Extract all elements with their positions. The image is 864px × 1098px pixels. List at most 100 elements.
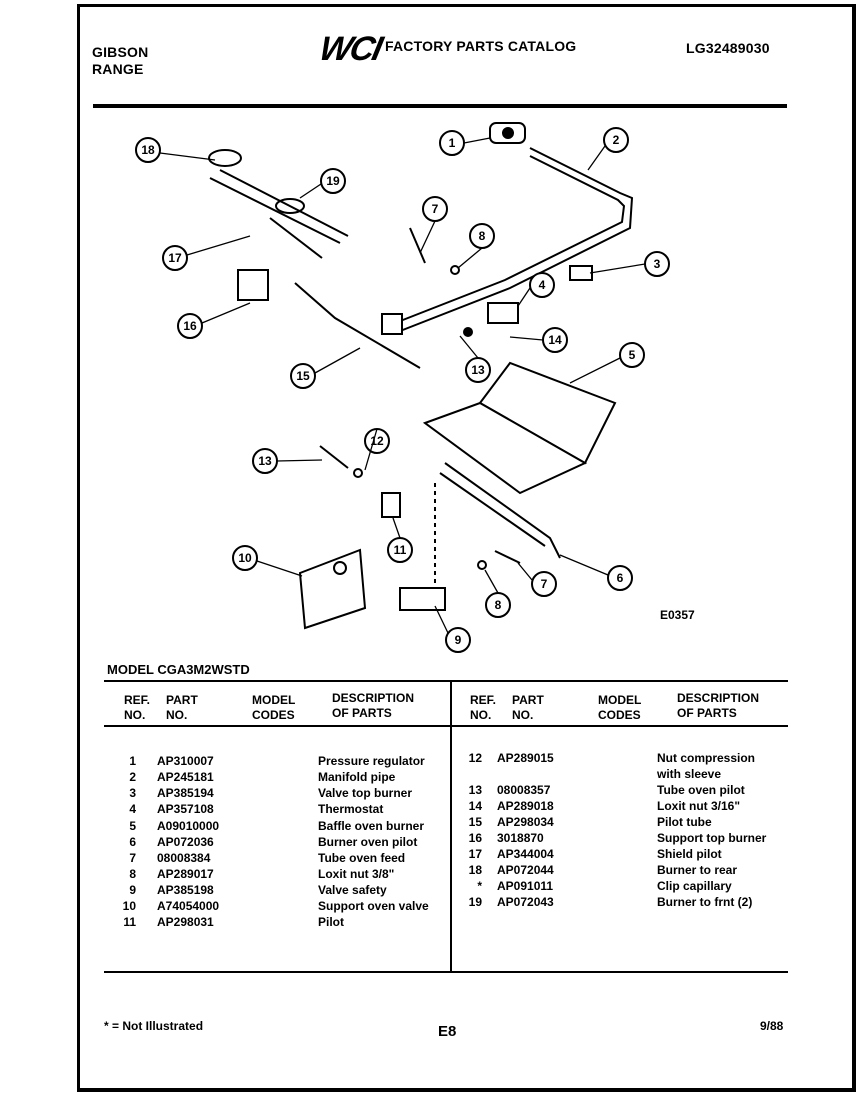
ref-cell: 11 [123, 915, 136, 929]
svg-text:8: 8 [479, 229, 486, 243]
table-top-rule [104, 680, 788, 682]
desc-cell: Pressure regulator [318, 754, 425, 768]
desc-cell: Pilot tube [657, 815, 712, 829]
oven-burner-drawing [439, 462, 561, 559]
svg-text:4: 4 [539, 278, 546, 292]
desc-cell: Loxit nut 3/8" [318, 867, 395, 881]
part-cell: AP091011 [497, 879, 554, 893]
ref-no-header-right: REF. NO. [470, 693, 497, 722]
ref-cell: 3 [129, 786, 136, 800]
part-cell: AP298031 [157, 915, 214, 929]
part-no-header: PART NO. [166, 693, 198, 722]
brand-name: GIBSON [92, 44, 149, 60]
callout-circles [135, 127, 670, 653]
ref-cell: 18 [468, 863, 482, 877]
part-cell: AP289015 [497, 751, 554, 765]
manifold-pipe-drawing [381, 147, 634, 335]
header-bottom-rule [104, 725, 788, 727]
desc-cell: Burner to frnt (2) [657, 895, 753, 909]
svg-text:12: 12 [370, 434, 384, 448]
desc-cell: Burner oven pilot [318, 835, 418, 849]
svg-text:5: 5 [629, 348, 636, 362]
description-header: DESCRIPTION OF PARTS [332, 691, 415, 720]
ref-cell: 10 [122, 899, 136, 913]
ref-cell: 19 [468, 895, 482, 909]
product-type: RANGE [92, 61, 144, 77]
svg-text:3: 3 [654, 257, 661, 271]
ref-cell: 17 [468, 847, 482, 861]
table-bottom-rule [104, 971, 788, 973]
part-cell: AP385194 [157, 786, 214, 800]
ref-cell: 15 [468, 815, 482, 829]
part-cell: AP344004 [497, 847, 554, 861]
catalog-title: FACTORY PARTS CATALOG [385, 38, 577, 54]
svg-text:13: 13 [471, 363, 485, 377]
part-cell: AP289018 [497, 799, 554, 813]
svg-text:18: 18 [141, 143, 155, 157]
brand-block: GIBSON RANGE [92, 44, 148, 78]
part-cell: AP072044 [497, 863, 554, 877]
desc-cell: Valve top burner [318, 786, 413, 800]
svg-text:7: 7 [432, 202, 439, 216]
ref-cell: * [477, 879, 482, 893]
svg-text:15: 15 [296, 369, 310, 383]
model-number: MODEL CGA3M2WSTD [107, 662, 250, 677]
page-frame [77, 4, 856, 1092]
desc-cell: Clip capillary [657, 879, 732, 893]
exploded-parts-diagram: 1 2 3 4 5 6 7 7 8 8 9 10 11 12 13 13 14 … [135, 122, 670, 653]
part-cell: A74054000 [157, 899, 220, 913]
part-cell: A09010000 [157, 819, 220, 833]
pilot-tube-drawing [294, 282, 421, 369]
ref-cell: 5 [129, 819, 136, 833]
ref-cell: 12 [468, 751, 482, 765]
ref-cell: 2 [129, 770, 136, 784]
part-cell: AP072036 [157, 835, 214, 849]
column-divider [450, 682, 452, 972]
svg-text:9: 9 [455, 633, 462, 647]
callout-leaders [159, 137, 646, 634]
desc-cell: Support top burner [657, 831, 767, 845]
part-cell: AP357108 [157, 802, 214, 816]
print-date: 9/88 [760, 1019, 784, 1033]
part-cell: 3018870 [497, 831, 544, 845]
part-cell: AP298034 [497, 815, 554, 829]
publication-number: LG32489030 [686, 40, 770, 56]
part-cell: 08008357 [497, 783, 551, 797]
desc-cell: Loxit nut 3/16" [657, 799, 741, 813]
oven-valve-support-drawing [298, 548, 367, 630]
desc-cell: Nut compression [657, 751, 756, 765]
safety-valve-drawing [399, 587, 446, 611]
part-cell: AP310007 [157, 754, 214, 768]
ref-cell: 16 [468, 831, 482, 845]
wci-logo: WCI [316, 30, 385, 68]
svg-text:1: 1 [449, 136, 456, 150]
desc-cell: Valve safety [318, 883, 387, 897]
desc-cell: Pilot [318, 915, 344, 929]
ref-cell: 14 [468, 799, 482, 813]
header-rule [93, 104, 787, 108]
ref-cell: 4 [129, 802, 136, 816]
ref-cell: 6 [129, 835, 136, 849]
ref-no-header: REF. NO. [124, 693, 151, 722]
svg-text:13: 13 [258, 454, 272, 468]
support-drawing [237, 269, 269, 301]
desc-cell: with sleeve [657, 767, 722, 781]
page-number: E8 [438, 1023, 457, 1040]
ref-cell: 7 [129, 851, 136, 865]
svg-text:16: 16 [183, 319, 197, 333]
desc-cell: Tube oven pilot [657, 783, 745, 797]
desc-cell: Manifold pipe [318, 770, 396, 784]
small-parts-drawing [319, 227, 521, 588]
ref-cell: 9 [129, 883, 136, 897]
model-codes-header: MODEL CODES [252, 693, 296, 722]
diagram-code: E0357 [660, 608, 695, 622]
valve-drawing [569, 265, 593, 281]
part-cell: AP289017 [157, 867, 214, 881]
svg-text:6: 6 [617, 571, 624, 585]
svg-text:2: 2 [613, 133, 620, 147]
ref-cell: 8 [129, 867, 136, 881]
description-header-right: DESCRIPTION OF PARTS [677, 691, 760, 720]
thermostat-drawing [463, 302, 519, 337]
pilot-drawing [381, 492, 401, 518]
desc-cell: Baffle oven burner [318, 819, 425, 833]
